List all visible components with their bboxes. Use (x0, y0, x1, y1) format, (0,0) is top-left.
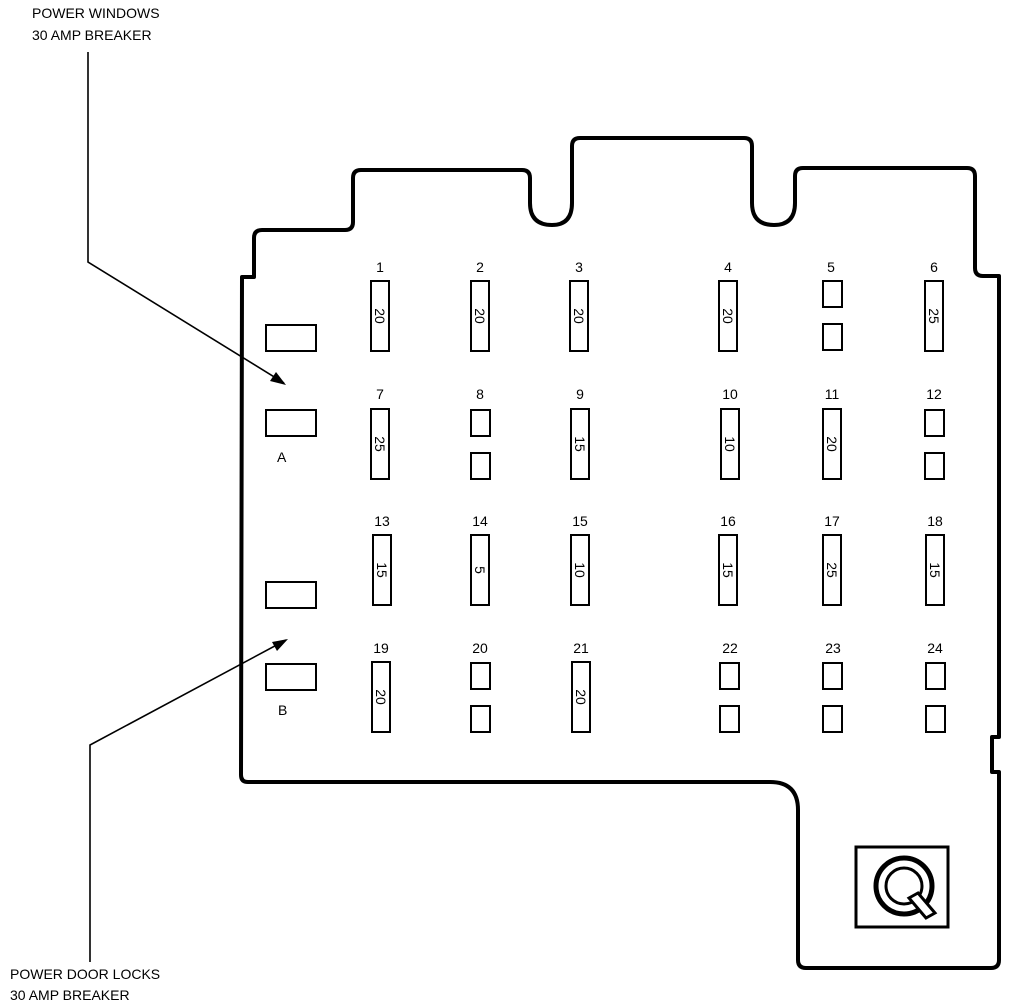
fuse-rating-21: 20 (573, 689, 589, 705)
power-windows-leader-line (87, 52, 285, 384)
fuse-slot-12-upper (924, 409, 945, 437)
fuse-rating-3: 20 (571, 308, 587, 324)
power-door-locks-breaker-socket-upper (265, 581, 317, 609)
fuse-slot-9 (570, 408, 590, 480)
fuse-number-10: 10 (722, 386, 738, 402)
fuse-slot-5-lower (822, 323, 843, 351)
fuse-rating-16: 15 (720, 562, 736, 578)
fuse-number-12: 12 (926, 386, 942, 402)
fuse-row-2: 7 25 8 9 15 10 10 11 20 12 (370, 386, 945, 480)
fuse-number-1: 1 (376, 259, 384, 275)
fuse-slot-1 (370, 280, 390, 352)
power-windows-breaker-label: 30 AMP BREAKER (32, 27, 152, 43)
fuse-rating-1: 20 (372, 308, 388, 324)
power-door-locks-breaker-label: 30 AMP BREAKER (10, 987, 130, 1003)
fuse-rating-18: 15 (927, 562, 943, 578)
fuse-rating-4: 20 (720, 308, 736, 324)
breaker-label-a: A (277, 449, 287, 465)
fuse-slot-6 (924, 280, 944, 352)
fuse-slot-22-lower (719, 705, 740, 733)
fuse-row-3: 13 15 14 5 15 10 16 15 17 25 18 15 (372, 513, 945, 606)
fuse-slot-13 (372, 534, 392, 606)
fuse-slot-20-lower (470, 705, 491, 733)
fuse-slot-10 (720, 408, 740, 480)
fuse-slot-17 (822, 534, 842, 606)
fuse-slot-22-upper (719, 662, 740, 690)
fuse-slot-19 (371, 661, 391, 733)
fuse-rating-10: 10 (722, 436, 738, 452)
fuse-number-15: 15 (572, 513, 588, 529)
fuse-number-8: 8 (476, 386, 484, 402)
fuse-puller-icon (854, 845, 950, 929)
fuse-number-17: 17 (824, 513, 840, 529)
fuse-rating-17: 25 (824, 562, 840, 578)
fuse-number-4: 4 (724, 259, 732, 275)
fuse-slot-8-upper (470, 409, 491, 437)
fuse-rating-9: 15 (572, 436, 588, 452)
fuse-slot-14 (470, 534, 490, 606)
fuse-number-7: 7 (376, 386, 384, 402)
fuse-number-19: 19 (373, 640, 389, 656)
fuse-slot-16 (718, 534, 738, 606)
breaker-label-b: B (278, 702, 287, 718)
fuse-slot-11 (822, 408, 842, 480)
fuse-number-14: 14 (472, 513, 488, 529)
power-windows-breaker-socket-upper (265, 324, 317, 352)
power-windows-breaker-socket-a (265, 409, 317, 437)
fuse-slot-23-lower (822, 705, 843, 733)
fuse-number-3: 3 (575, 259, 583, 275)
fuse-number-24: 24 (927, 640, 943, 656)
fuse-number-6: 6 (930, 259, 938, 275)
fuse-rating-14: 5 (472, 566, 488, 574)
power-windows-label: POWER WINDOWS (32, 5, 160, 21)
fuse-rating-7: 25 (372, 436, 388, 452)
fuse-number-2: 2 (476, 259, 484, 275)
power-door-locks-breaker-socket-b (265, 663, 317, 691)
fuse-row-1: 1 20 2 20 3 20 4 20 5 6 25 (370, 259, 944, 352)
fuse-slot-24-upper (925, 662, 946, 690)
fuse-slot-15 (570, 534, 590, 606)
power-door-locks-label: POWER DOOR LOCKS (10, 966, 160, 982)
fuse-slot-21 (571, 661, 591, 733)
fuse-slot-2 (470, 280, 490, 352)
fuse-number-21: 21 (573, 640, 589, 656)
fuse-rating-6: 25 (926, 308, 942, 324)
fuse-slot-12-lower (924, 452, 945, 480)
fuse-number-5: 5 (827, 259, 835, 275)
fuse-rating-11: 20 (824, 436, 840, 452)
fuse-rating-15: 10 (572, 562, 588, 578)
fuse-slot-3 (569, 280, 589, 352)
fuse-number-13: 13 (374, 513, 390, 529)
fuse-rating-19: 20 (373, 689, 389, 705)
fuse-number-9: 9 (576, 386, 584, 402)
power-windows-arrowhead (270, 372, 286, 385)
fuse-number-18: 18 (927, 513, 943, 529)
fuse-number-11: 11 (825, 386, 840, 402)
fuse-slot-23-upper (822, 662, 843, 690)
fuse-number-22: 22 (722, 640, 738, 656)
power-door-locks-leader-line (89, 639, 287, 962)
fuse-number-16: 16 (720, 513, 736, 529)
fuse-slot-8-lower (470, 452, 491, 480)
fuse-slot-5-upper (822, 280, 843, 308)
fuse-slot-7 (370, 408, 390, 480)
power-door-locks-arrowhead (272, 639, 288, 651)
fuse-row-4: 19 20 20 21 20 22 23 24 (371, 640, 946, 733)
fuse-number-23: 23 (825, 640, 841, 656)
fuse-number-20: 20 (472, 640, 488, 656)
fuse-slot-4 (718, 280, 738, 352)
fuse-panel-outline (239, 136, 1001, 970)
fuse-slot-18 (925, 534, 945, 606)
fuse-slot-20-upper (470, 662, 491, 690)
fuse-slot-24-lower (925, 705, 946, 733)
fuse-rating-13: 15 (374, 562, 390, 578)
fuse-rating-2: 20 (472, 308, 488, 324)
